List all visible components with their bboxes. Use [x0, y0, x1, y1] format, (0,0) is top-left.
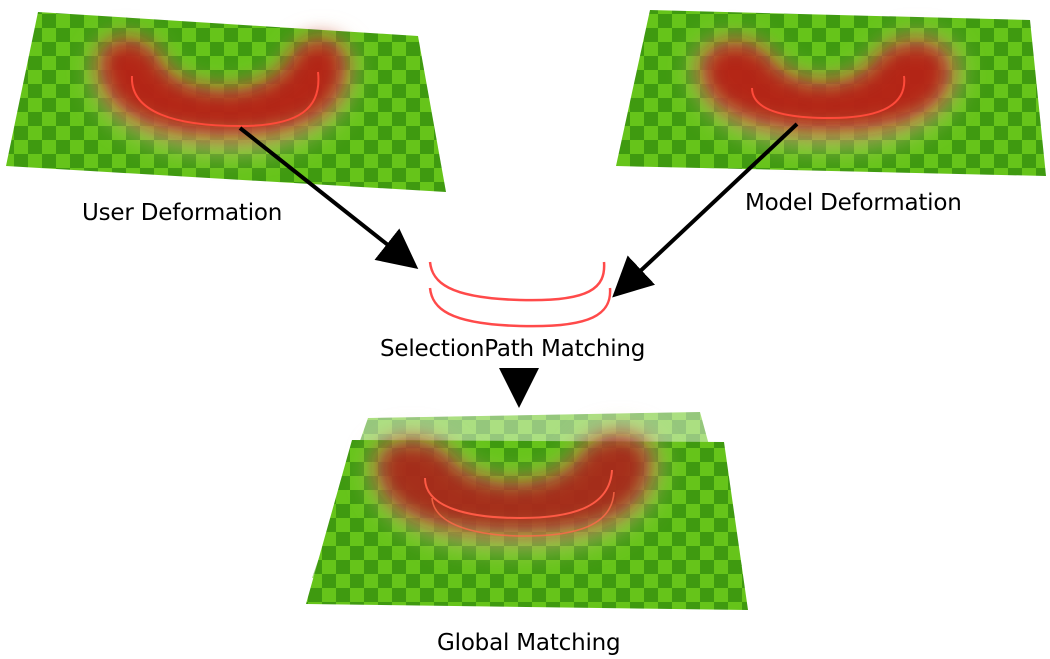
- global-path-1: [424, 469, 613, 520]
- global-path-2: [431, 491, 615, 537]
- global-matching-surfaces: [306, 412, 748, 610]
- model-deformation-surface: [616, 10, 1046, 176]
- global-matching-label: Global Matching: [437, 630, 621, 656]
- user-deformation-label: User Deformation: [82, 200, 283, 226]
- selection-path-lower: [428, 287, 612, 328]
- user-deformation-surface: [6, 12, 446, 192]
- selection-paths-pair: [428, 261, 612, 328]
- model-deformation-label: Model Deformation: [745, 190, 962, 216]
- arrow-user-to-paths: [238, 126, 419, 269]
- model-selection-path: [751, 75, 906, 120]
- arrow-model-to-paths: [612, 122, 799, 298]
- user-selection-path: [130, 71, 320, 128]
- user-deformation-blob: [94, 38, 351, 150]
- selection-path-matching-label: SelectionPath Matching: [380, 336, 646, 362]
- selection-path-upper: [428, 261, 606, 302]
